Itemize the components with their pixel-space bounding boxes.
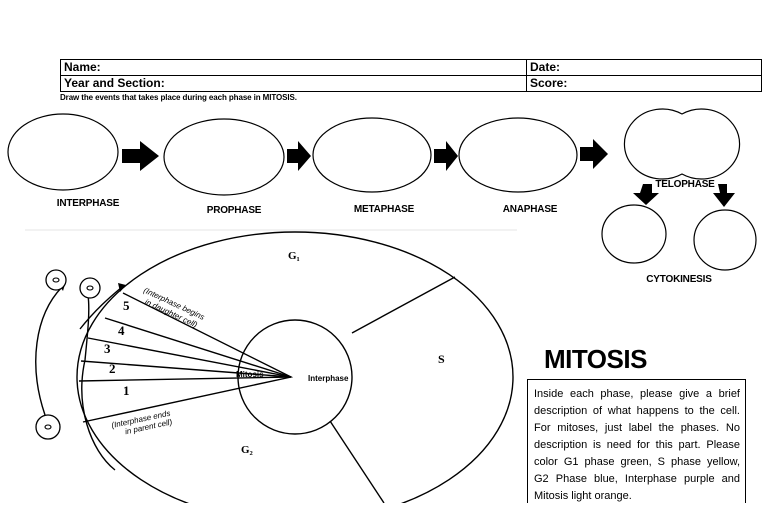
arrow-icon — [122, 141, 159, 171]
anaphase-label: ANAPHASE — [502, 204, 558, 215]
daughter-cell-icon — [45, 269, 67, 291]
score-field[interactable]: Score: — [526, 75, 762, 92]
mitosis-label: Mitosis — [236, 370, 264, 379]
cytokinesis-cell-left[interactable] — [601, 204, 667, 264]
arrow-down-icon — [633, 184, 659, 205]
outer-cycle-ring — [76, 231, 514, 503]
instruction-text: Draw the events that takes place during … — [60, 93, 297, 102]
arrow-head-icon — [118, 283, 126, 292]
g1-label: G₁ — [288, 250, 300, 262]
phase-diagram — [7, 108, 757, 271]
step-2-label: 2 — [109, 361, 116, 376]
telophase-label: TELOPHASE — [655, 179, 715, 190]
metaphase-label: METAPHASE — [353, 204, 415, 215]
metaphase-oval[interactable] — [312, 117, 432, 193]
interphase-label: INTERPHASE — [56, 198, 120, 209]
prophase-label: PROPHASE — [206, 205, 262, 216]
s-g2-divider — [329, 420, 385, 503]
telophase-shape[interactable] — [623, 108, 741, 180]
cytokinesis-label: CYTOKINESIS — [646, 274, 712, 285]
g2-label: G₂ — [241, 444, 254, 456]
arrow-icon — [287, 141, 311, 171]
interphase-circle — [237, 319, 353, 435]
cytokinesis-cell-right[interactable] — [693, 209, 757, 271]
step-1-label: 1 — [123, 383, 130, 398]
cycle-arrow — [79, 286, 123, 330]
daughter-cell-icon — [79, 277, 101, 299]
cell-cycle-diagram: G₁ S G₂ 1 2 3 4 5 Mitosis Interphase (In… — [25, 229, 517, 503]
g1-s-divider — [351, 276, 456, 334]
arrow-icon — [434, 141, 458, 171]
page-title: MITOSIS — [544, 344, 647, 374]
prophase-oval[interactable] — [163, 118, 285, 196]
step-4-label: 4 — [118, 323, 125, 338]
cycle-arrow — [35, 286, 63, 416]
cycle-arrow — [81, 294, 116, 471]
instructions-box: Inside each phase, please give a brief d… — [527, 379, 746, 503]
interphase-oval[interactable] — [7, 113, 119, 191]
step-5-label: 5 — [123, 298, 130, 313]
step-3-label: 3 — [104, 341, 111, 356]
student-info-table: Name: Date: Year and Section: Score: — [60, 59, 762, 92]
year-section-field[interactable]: Year and Section: — [60, 75, 527, 92]
interphase-label: Interphase — [308, 374, 349, 383]
anaphase-oval[interactable] — [458, 117, 578, 193]
parent-cell-icon — [35, 414, 61, 440]
s-label: S — [438, 352, 445, 366]
arrow-down-icon — [713, 184, 735, 207]
arrow-icon — [580, 139, 608, 169]
